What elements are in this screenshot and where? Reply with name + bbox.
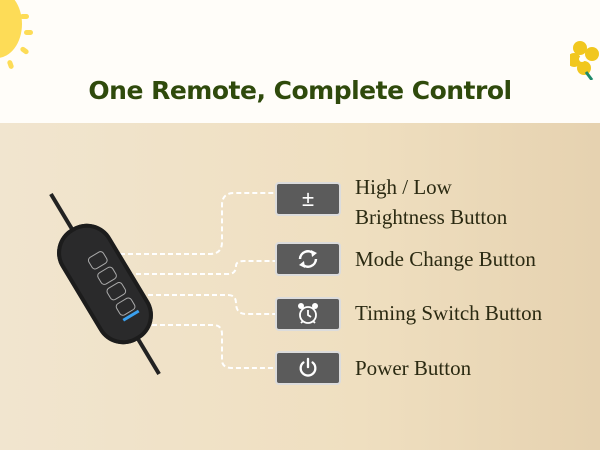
power-icon-box [275, 351, 341, 385]
flower-decoration-icon [570, 41, 599, 80]
brightness-label-line2: Brightness Button [355, 205, 508, 229]
page-title: One Remote, Complete Control [88, 76, 512, 105]
power-icon [299, 357, 317, 377]
sun-ray [20, 14, 29, 19]
power-label: Power Button [355, 356, 472, 380]
header-area [0, 0, 600, 123]
sun-ray [24, 30, 33, 35]
alarm-clock-icon [298, 303, 318, 324]
mode-icon-box [275, 242, 341, 276]
brightness-icon-box: ± [275, 182, 341, 216]
timer-label: Timing Switch Button [355, 301, 543, 325]
plus-minus-icon: ± [301, 186, 315, 211]
sun-decoration-icon [0, 0, 22, 58]
timer-icon-box [275, 297, 341, 331]
mode-label: Mode Change Button [355, 247, 536, 271]
cycle-arrows-icon [298, 250, 318, 268]
brightness-label-line1: High / Low [355, 175, 452, 199]
